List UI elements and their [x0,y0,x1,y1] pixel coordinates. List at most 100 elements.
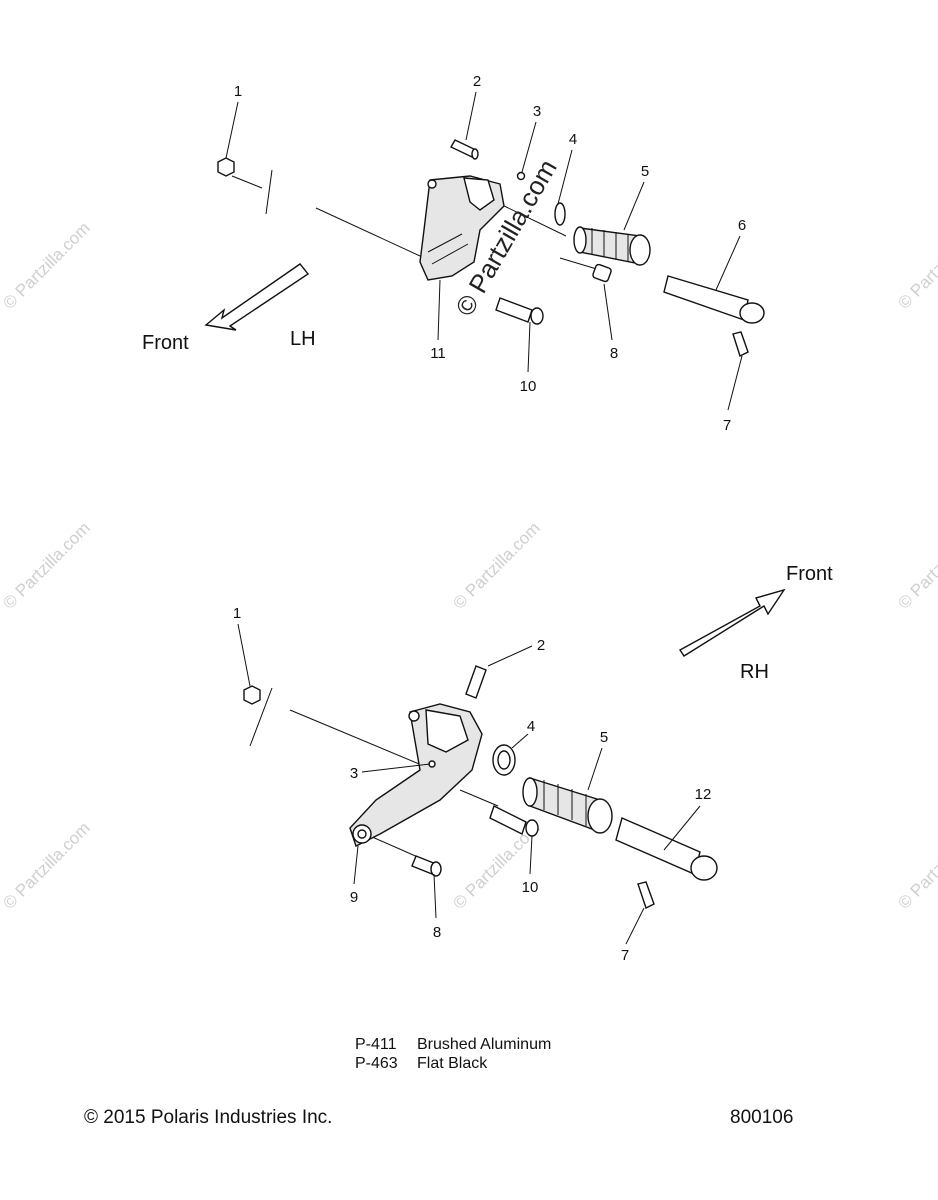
rh-bracket-pivot-hole [357,829,367,839]
rh-callout-10: 10 [522,879,539,896]
lh-leader-2 [465,91,477,141]
rh-callout-2: 2 [537,637,545,654]
rh-axis-line [289,709,425,767]
lh-callout-11: 11 [430,345,446,362]
lh-callout-7: 7 [723,417,731,434]
lh-leader-5 [623,181,645,231]
lh-leader-11 [437,279,441,341]
legend-code: P-411 [355,1036,397,1053]
diagram-number: 800106 [730,1107,794,1128]
rh-bolt-head-part-8 [430,861,442,877]
lh-screw-part-7 [732,331,749,357]
watermark-right-bottom: © Partzilla.com [894,818,938,912]
rh-axis-line-3 [369,835,421,859]
rh-callout-5: 5 [600,729,608,746]
lh-peg-pin-part-6 [663,275,749,321]
lh-assembly: Front LH 1 2 3 4 5 6 7 8 10 11 © Partzil… [142,73,765,434]
legend-code: P-463 [355,1055,398,1072]
lh-axis-line-3 [499,203,567,237]
lh-leader-3 [521,121,537,173]
lh-clip-part-3 [516,171,526,181]
lh-pin-end-part-2 [471,148,479,160]
legend-desc: Flat Black [417,1055,488,1072]
lh-callout-2: 2 [473,73,481,90]
lh-front-arrow [204,263,310,331]
finish-legend: P-411 Brushed Aluminum P-463 Flat Black [355,1035,551,1073]
watermark-center-mid: © Partzilla.com [449,518,543,612]
rh-front-label: Front [786,563,833,585]
rh-peg-pin-head-part-12 [690,855,718,881]
rh-leader-12 [663,805,701,851]
lh-callout-5: 5 [641,163,649,180]
lh-leader-1 [225,101,239,159]
lh-leader-7 [727,355,743,411]
rh-callout-9: 9 [350,889,358,906]
watermark-left-bottom: © Partzilla.com [0,818,94,912]
rh-callout-1: 1 [233,605,241,622]
lh-callout-8: 8 [610,345,618,362]
lh-callout-4: 4 [569,131,577,148]
rh-callout-12: 12 [695,786,712,803]
rh-front-arrow [678,588,786,657]
copyright-text: © 2015 Polaris Industries Inc. [84,1107,333,1128]
lh-leader-6 [715,235,741,291]
rh-pin-part-2 [465,665,487,699]
rh-bracket-stud [408,710,420,722]
rh-leader-9 [353,845,359,885]
lh-front-label: Front [142,332,189,354]
lh-peg-pin-head-part-6 [739,302,765,324]
rh-leader-4 [511,733,529,749]
watermark-left-mid: © Partzilla.com [0,518,94,612]
rh-leader-8 [433,873,437,919]
rh-leader-5 [587,747,603,791]
rh-leader-1 [237,623,251,687]
rh-callout-4: 4 [527,718,535,735]
rh-grip-part-5 [522,777,613,834]
watermark-right-top: © Partzilla.com [894,218,938,312]
lh-callout-1: 1 [234,83,242,100]
rh-axis-line-2 [459,789,499,807]
rh-bracket-clevis [425,709,469,753]
lh-bracket-clevis [463,177,495,211]
lh-break-mark [265,169,273,215]
rh-washer-hole-part-4 [497,750,511,770]
rh-leader-2 [487,645,533,667]
lh-bolt-part-8 [592,263,612,283]
lh-washer-part-4 [554,202,566,226]
legend-desc: Brushed Aluminum [417,1036,552,1053]
rh-leader-7 [625,907,645,945]
lh-callout-6: 6 [738,217,746,234]
lh-axis-line-4 [559,257,601,271]
lh-nut-part-1 [217,157,235,177]
rh-peg-pin-part-12 [615,817,701,875]
watermark-left-top: © Partzilla.com [0,218,94,312]
rh-callout-3: 3 [350,765,358,782]
lh-grip-part-5 [573,226,651,266]
lh-callout-3: 3 [533,103,541,120]
lh-bolt-part-10 [495,297,533,323]
lh-leader-10 [527,321,531,373]
legend-row: P-411 Brushed Aluminum [355,1035,551,1054]
rh-screw-part-7 [637,881,655,909]
rh-side-label: RH [740,661,769,683]
rh-assembly: Front RH 1 2 3 4 5 12 7 8 9 10 [233,563,833,964]
watermark-right-mid: © Partzilla.com [894,518,938,612]
lh-callout-10: 10 [520,378,537,395]
lh-axis-line-2 [315,207,421,257]
lh-leader-4 [557,149,573,205]
rh-leader-10 [529,835,533,875]
rh-break-mark [249,687,273,747]
rh-callout-8: 8 [433,924,441,941]
lh-bolt-head-part-10 [530,307,544,325]
lh-bracket-stud [427,179,437,189]
lh-leader-8 [603,283,613,341]
legend-row: P-463 Flat Black [355,1054,551,1073]
lh-axis-line [231,175,263,189]
rh-nut-part-1 [243,685,261,705]
lh-side-label: LH [290,328,316,350]
rh-bolt-part-10 [489,805,527,835]
lh-bracket-detail [427,233,469,265]
rh-bolt-head-part-10 [525,819,539,837]
